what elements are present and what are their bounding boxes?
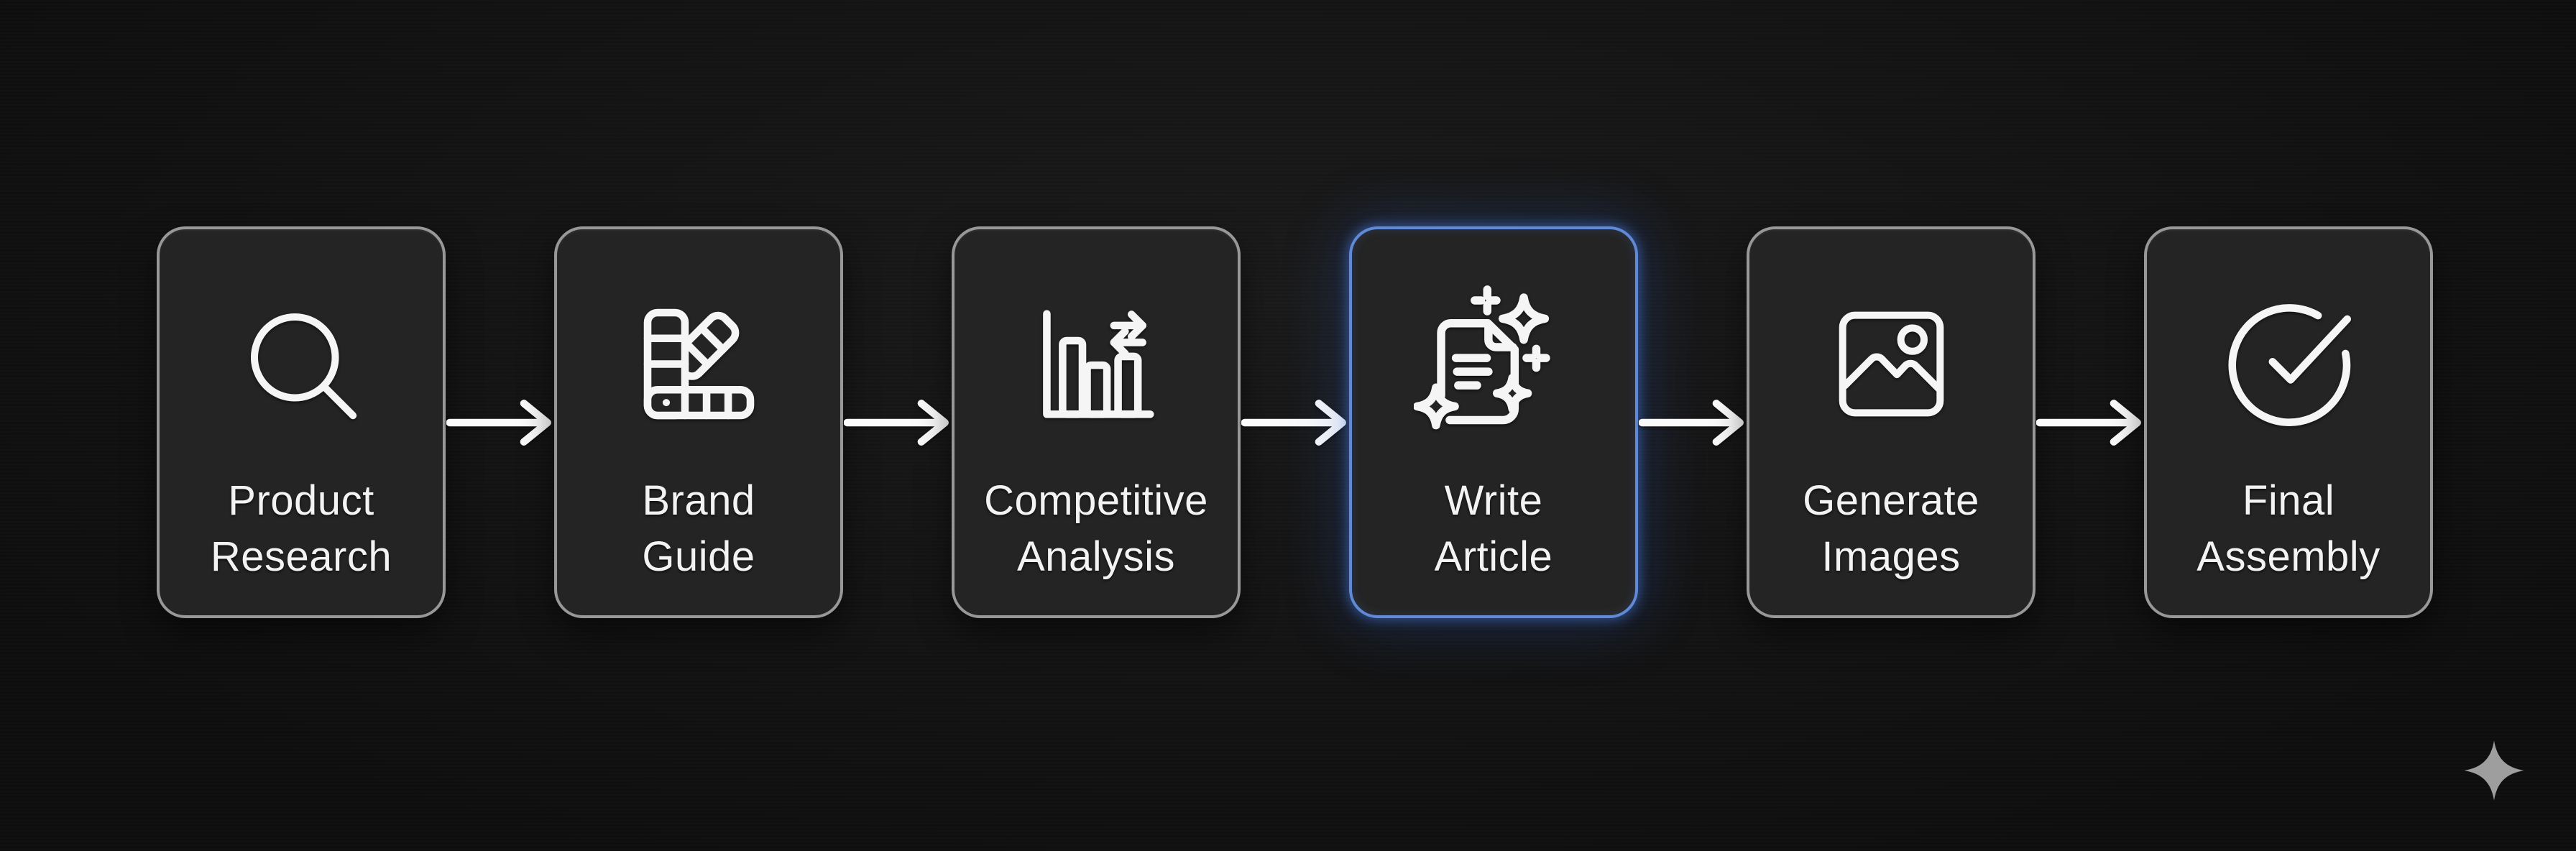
connector-3 <box>1241 226 1349 618</box>
step-label: Competitive Analysis <box>984 477 1208 580</box>
arrow-right-icon <box>1241 399 1346 446</box>
step-label: Final Assembly <box>2196 477 2380 580</box>
step-card-competitive-analysis[interactable]: Competitive Analysis <box>952 226 1241 618</box>
sparkle-icon <box>2460 736 2529 805</box>
step-label: Write Article <box>1434 477 1553 580</box>
connector-1 <box>446 226 554 618</box>
circle-check-icon <box>2147 274 2430 454</box>
image-icon <box>1749 274 2033 454</box>
step-card-generate-images[interactable]: Generate Images <box>1747 226 2036 618</box>
step-card-write-article[interactable]: Write Article <box>1349 226 1638 618</box>
step-card-final-assembly[interactable]: Final Assembly <box>2144 226 2433 618</box>
arrow-right-icon <box>1638 399 1744 446</box>
workflow-flow: Product Research <box>157 226 2433 618</box>
step-card-product-research[interactable]: Product Research <box>157 226 446 618</box>
arrow-right-icon <box>2036 399 2141 446</box>
file-sparkles-icon <box>1352 274 1635 454</box>
connector-4 <box>1638 226 1747 618</box>
step-card-brand-guide[interactable]: Brand Guide <box>554 226 843 618</box>
swatch-book-icon <box>557 274 840 454</box>
arrow-right-icon <box>446 399 551 446</box>
connector-2 <box>843 226 952 618</box>
search-icon <box>160 274 443 454</box>
arrow-right-icon <box>843 399 949 446</box>
connector-5 <box>2036 226 2144 618</box>
step-label: Generate Images <box>1803 477 1979 580</box>
bar-chart-compare-icon <box>954 274 1238 454</box>
step-label: Product Research <box>210 477 392 580</box>
step-label: Brand Guide <box>642 477 755 580</box>
